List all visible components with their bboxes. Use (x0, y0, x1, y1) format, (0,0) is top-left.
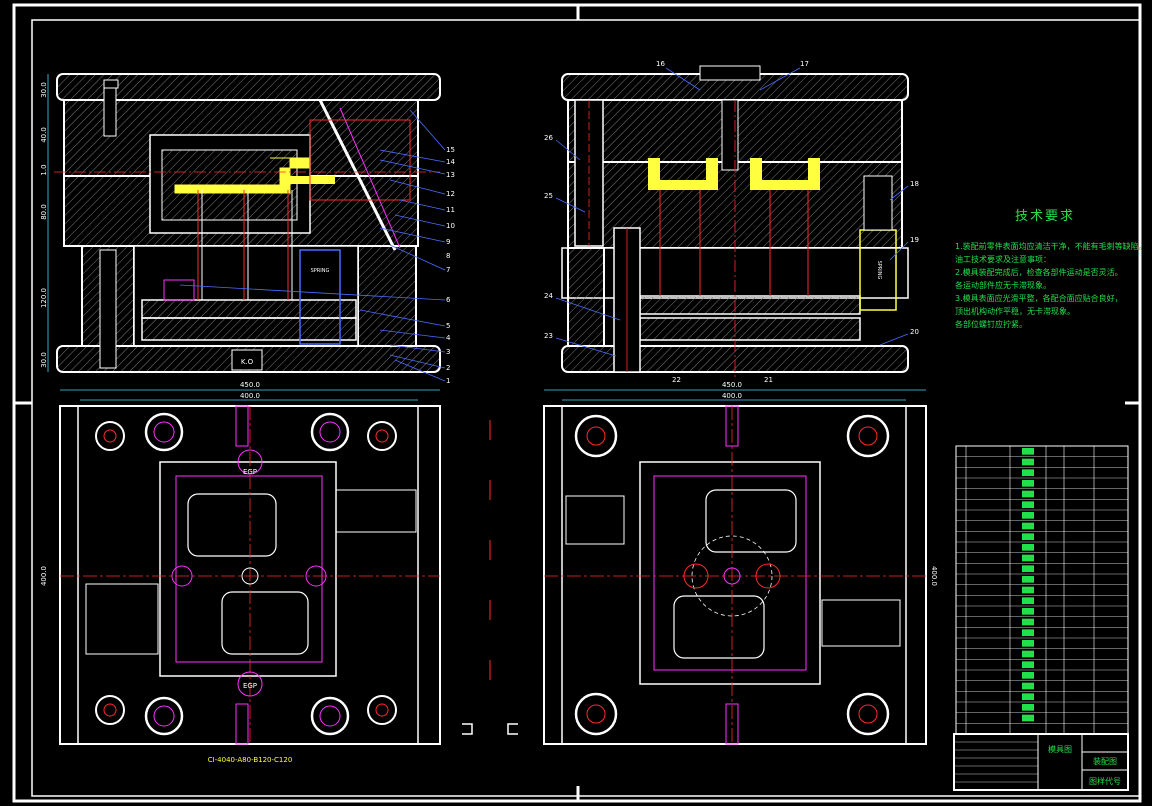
spring-label-right: SPRING (876, 261, 882, 280)
bom-row-mark (1022, 618, 1034, 626)
bom-row-mark (1022, 458, 1034, 466)
callout-left-5: 5 (446, 322, 450, 330)
bill-of-materials (955, 445, 1129, 735)
callout-right-20: 20 (910, 328, 919, 336)
spring-label-left: SPRING (311, 268, 330, 274)
callout-right-22: 22 (672, 376, 681, 384)
tech-req-line-5: 3.模具表面应光滑平整，各配合面应贴合良好， (955, 294, 1123, 303)
callout-left-4: 4 (446, 334, 451, 342)
callout-left-9: 9 (446, 238, 450, 246)
callout-right-18: 18 (910, 180, 919, 188)
tech-req-line-2: 油工技术要求及注意事项： (955, 255, 1051, 264)
dim-left-1: 30.0 (40, 82, 48, 98)
bom-row-mark (1022, 469, 1034, 476)
bom-row-mark (1022, 544, 1034, 551)
callout-left-3: 3 (446, 348, 450, 356)
bom-row-mark (1022, 640, 1034, 647)
bom-row-mark (1022, 448, 1034, 455)
right-plan-view: 450.0 400.0 400.0 (543, 381, 938, 745)
inner-frame (31, 19, 1141, 797)
title-drawing-no: 图样代号 (1089, 776, 1121, 786)
tech-req-line-3: 2.模具装配完成后，检查各部件运动是否灵活。 (955, 268, 1123, 277)
bom-row-mark (1022, 522, 1034, 530)
right-section-view: SPRING 16 17 26 25 18 19 24 23 20 22 21 (544, 60, 919, 384)
bom-row-mark (1022, 704, 1034, 711)
title-drawing-name: 装配图 (1093, 756, 1117, 766)
callout-right-23: 23 (544, 332, 553, 340)
title-block: 模具图 装配图 图样代号 (953, 733, 1129, 791)
bom-row-mark (1022, 650, 1034, 658)
left-section-view: SPRING K.O 30.0 40.0 1.0 80.0 120.0 30.0 (40, 73, 455, 385)
callout-right-25: 25 (544, 192, 553, 200)
tech-req-line-6: 顶出机构动作平稳，无卡滞现象。 (955, 307, 1075, 316)
callout-right-21: 21 (764, 376, 773, 384)
tech-req-title: 技术要求 (1014, 209, 1075, 224)
dim-left-plan-height: 400.0 (40, 566, 48, 586)
bom-row-mark (1022, 533, 1034, 540)
callout-left-12: 12 (446, 190, 455, 198)
bom-row-mark (1022, 490, 1034, 498)
callout-right-26: 26 (544, 134, 553, 142)
bom-row-mark (1022, 586, 1034, 594)
bom-row-mark (1022, 682, 1034, 690)
bom-row-mark (1022, 480, 1034, 487)
dim-right-plan-outer: 450.0 (722, 381, 742, 389)
callout-left-1: 1 (446, 377, 450, 385)
bom-row-mark (1022, 714, 1034, 722)
bom-row-mark (1022, 576, 1034, 583)
callout-right-24: 24 (544, 292, 553, 300)
callout-left-7: 7 (446, 266, 450, 274)
callout-right-17: 17 (800, 60, 809, 68)
left-plan-view: 450.0 400.0 EGP EGP (40, 381, 441, 764)
mold-base-code: CI-4040-A80-B120-C120 (208, 756, 293, 764)
dim-left-2: 40.0 (40, 127, 48, 143)
technical-requirements: 技术要求 1.装配前零件表面均应清洁干净，不能有毛刺等缺陷。 油工技术要求及注意… (955, 205, 1147, 331)
callout-right-19: 19 (910, 236, 919, 244)
bom-row-mark (1022, 597, 1034, 604)
plan-mark-egp-1: EGP (243, 468, 257, 476)
bom-row-mark (1022, 501, 1034, 508)
callout-right-16: 16 (656, 60, 665, 68)
callout-left-8: 8 (446, 252, 450, 260)
tech-req-line-7: 各部位螺钉应拧紧。 (955, 320, 1027, 329)
bom-row-mark (1022, 629, 1034, 636)
dim-left-plan-inner: 400.0 (240, 392, 260, 400)
dim-left-6: 30.0 (40, 352, 48, 368)
callout-left-6: 6 (446, 296, 451, 304)
dim-left-4: 80.0 (40, 204, 48, 220)
tech-req-line-1: 1.装配前零件表面均应清洁干净，不能有毛刺等缺陷。 (955, 242, 1147, 251)
callout-left-10: 10 (446, 222, 455, 230)
dim-left-plan-outer: 450.0 (240, 381, 260, 389)
callout-left-11: 11 (446, 206, 455, 214)
bom-row-mark (1022, 672, 1034, 679)
bom-row-mark (1022, 661, 1034, 668)
bom-row-mark (1022, 693, 1034, 700)
title-company: 模具图 (1048, 744, 1072, 754)
dim-left-3: 1.0 (40, 164, 48, 175)
dim-left-5: 120.0 (40, 288, 48, 308)
bom-row-mark (1022, 554, 1034, 562)
callout-left-14: 14 (446, 158, 455, 166)
ko-label: K.O (241, 358, 254, 366)
callout-left-15: 15 (446, 146, 455, 154)
bom-row-mark (1022, 512, 1034, 519)
callout-left-2: 2 (446, 364, 450, 372)
callout-left-13: 13 (446, 171, 455, 179)
tech-req-line-4: 各运动部件应无卡滞现象。 (955, 281, 1051, 290)
plan-mark-egp-2: EGP (243, 682, 257, 690)
dim-right-plan-inner: 400.0 (722, 392, 742, 400)
bom-row-mark (1022, 565, 1034, 572)
dim-right-plan-height: 400.0 (930, 566, 938, 586)
bom-row-mark (1022, 608, 1034, 615)
